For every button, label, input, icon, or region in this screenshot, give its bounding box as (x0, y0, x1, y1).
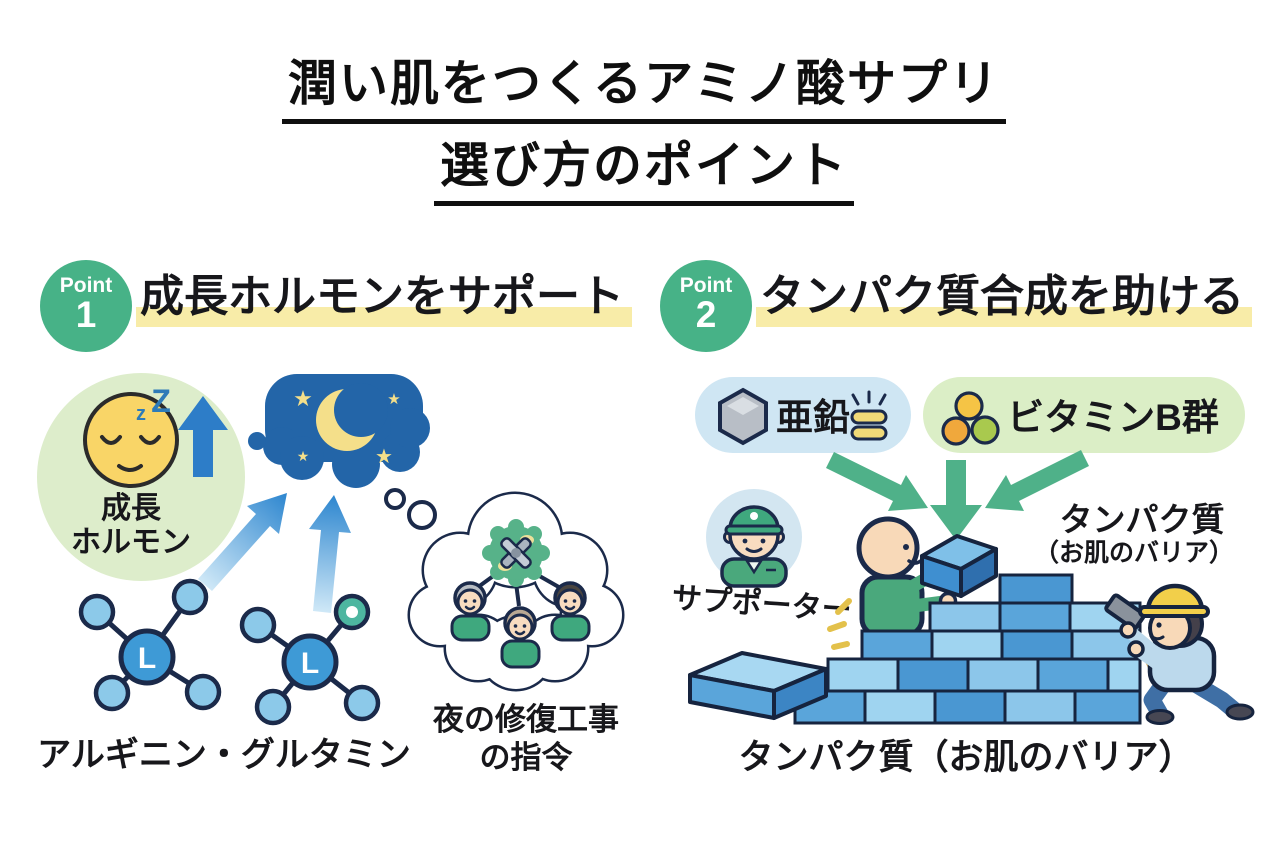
page-title: 潤い肌をつくるアミノ酸サプリ 選び方のポイント (0, 57, 1288, 206)
thought-bubble (407, 491, 625, 692)
sparkle-icon (827, 598, 852, 650)
support-arrow-left (198, 493, 287, 591)
point1-badge-number: 1 (75, 294, 97, 335)
support-arrow-right (309, 495, 351, 613)
amino-acids-caption: アルギニン・グルタミン (37, 736, 411, 774)
star-icon: ★ (293, 386, 313, 411)
protein-top-label-line1: タンパク質 (1060, 501, 1225, 538)
increase-arrow-icon (178, 396, 228, 477)
repair-crew-middle (500, 606, 541, 669)
nutrient-arrows (826, 450, 1089, 540)
growth-hormone-label-line2: ホルモン (71, 526, 191, 559)
growth-hormone-label-line1: 成長 (101, 492, 162, 525)
point2-heading: タンパク質合成を助ける (756, 268, 1252, 328)
protein-brick-wall (793, 573, 1142, 725)
point1-badge-label: Point (59, 274, 113, 297)
vitamin-b-chip: ビタミンB群 (923, 377, 1245, 453)
hammer-worker-figure (1104, 583, 1255, 725)
sleeping-face-icon: z Z (83, 383, 179, 488)
zinc-chip: 亜鉛 (695, 377, 911, 453)
point2-badge-label: Point (679, 274, 733, 297)
night-sky-icon: ★ ★ ★ ★ (248, 374, 430, 488)
molecule-letter: L (138, 642, 156, 675)
point1-badge: Point 1 (40, 260, 132, 352)
point2-badge-number: 2 (695, 294, 717, 335)
lone-brick-icon (688, 651, 828, 720)
held-brick-icon (920, 534, 998, 598)
repair-crew-left (450, 581, 491, 642)
title-line-2: 選び方のポイント (433, 139, 854, 206)
molecule-letter: L (301, 647, 319, 680)
point1-illustration: z Z 成長 ホルモン ★ ★ ★ ★ (37, 373, 625, 775)
zzz-small-glyph: z (136, 403, 146, 425)
star-icon: ★ (297, 448, 310, 464)
night-repair-caption-line1: 夜の修復工事 (432, 702, 619, 737)
zinc-hexagon-icon (718, 387, 768, 446)
repair-gear-icon (482, 519, 550, 587)
supporter-label: サプポーター (671, 582, 853, 627)
thought-dot-large (407, 500, 437, 530)
star-icon: ★ (375, 446, 393, 468)
protein-bottom-label: タンパク質（お肌のバリア） (738, 738, 1193, 777)
point2-badge: Point 2 (660, 260, 752, 352)
zinc-label: 亜鉛 (776, 397, 850, 438)
supplement-tablets-icon (850, 390, 888, 441)
point1-heading: 成長ホルモンをサポート (136, 268, 632, 328)
protein-top-label-line2: （お肌のバリア） (1034, 538, 1234, 567)
star-icon: ★ (387, 391, 400, 408)
vitamin-b-label: ビタミンB群 (1007, 397, 1219, 438)
vitamin-circles-icon (941, 391, 1000, 446)
thought-dot-small (384, 488, 406, 510)
amino-molecule-2: L (239, 593, 381, 726)
point2-illustration: 亜鉛 ビタミンB群 (671, 377, 1255, 777)
night-repair-caption-line2: の指令 (480, 740, 574, 775)
repair-crew-right (550, 581, 591, 642)
helmet-icon (1145, 583, 1205, 614)
amino-molecule-1: L (78, 578, 222, 712)
supporter-avatar (706, 489, 802, 588)
zzz-big-glyph: Z (151, 383, 171, 419)
title-line-1: 潤い肌をつくるアミノ酸サプリ (281, 57, 1007, 124)
